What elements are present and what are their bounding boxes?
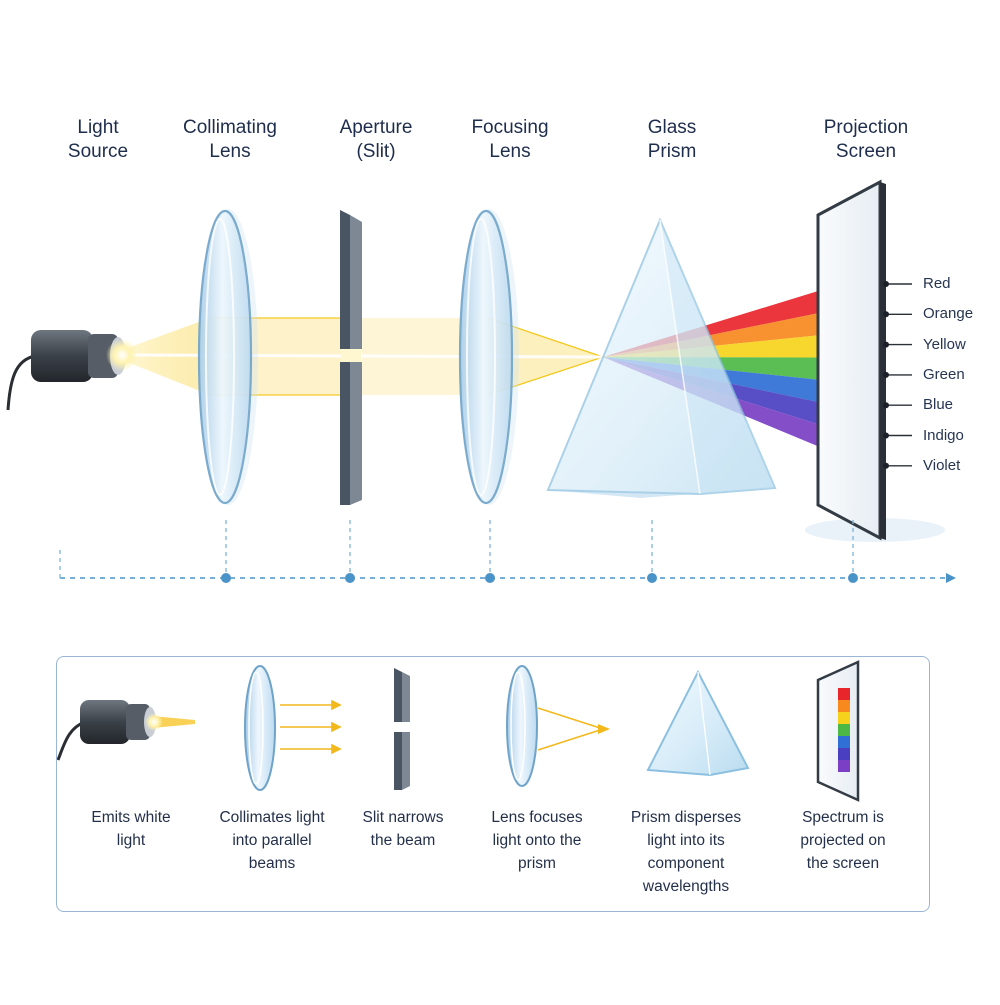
- caption-focusing-lens-line: prism: [518, 855, 556, 872]
- caption-projection-screen-line: Spectrum is: [802, 809, 884, 826]
- legend-spectrum-bars: [838, 688, 850, 772]
- caption-projection-screen-line: projected on: [800, 832, 886, 849]
- light-source-device: [6, 330, 138, 411]
- legend-spectrum-bar: [838, 748, 850, 760]
- legend-spectrum-bar: [838, 760, 850, 772]
- caption-aperture-slit-line: Slit narrows: [362, 809, 444, 826]
- legend-icons: [56, 660, 860, 802]
- caption-collimating-lens-line: beams: [248, 855, 296, 872]
- axis-marker-dot: [485, 573, 495, 583]
- spectrum-tick-dot: [883, 432, 889, 439]
- legend-slit-icon: [394, 668, 410, 790]
- title-projection-screen-line: Projection: [823, 117, 909, 138]
- caption-light-source-line: light: [116, 832, 146, 849]
- title-light-source-line: Source: [67, 141, 129, 162]
- legend-collimating-lens-icon: [244, 665, 342, 791]
- spectrum-band-blue: [603, 357, 880, 415]
- spectrum-label-yellow: Yellow: [923, 335, 966, 353]
- light-glow: [106, 339, 138, 371]
- spectrum-band-orange: [603, 300, 880, 357]
- spectrum-tick-dot: [883, 462, 889, 469]
- title-aperture-slit-line: Aperture: [339, 117, 413, 138]
- projection-screen: [805, 179, 945, 542]
- caption-glass-prism-line: light into its: [647, 832, 725, 849]
- spectrum-tick-dot: [883, 402, 889, 409]
- axis-marker-dot: [848, 573, 858, 583]
- axis-marker-dot: [221, 573, 231, 583]
- focusing-lens: [458, 209, 519, 505]
- spectrum-label-blue: Blue: [923, 396, 954, 414]
- spectrum-tick-dot: [883, 341, 889, 348]
- caption-aperture-slit-line: the beam: [370, 832, 436, 849]
- caption-collimating-lens: Collimates light into parallel beams: [197, 806, 347, 875]
- caption-light-source: Emits white light: [56, 806, 206, 852]
- title-focusing-lens-line: Lens: [489, 141, 531, 162]
- caption-projection-screen: Spectrum is projected on the screen: [768, 806, 918, 875]
- title-aperture-slit: Aperture (Slit): [306, 116, 446, 164]
- caption-glass-prism-line: component: [647, 855, 725, 872]
- title-focusing-lens-line: Focusing: [471, 117, 549, 138]
- spectrum-label-violet: Violet: [923, 456, 961, 474]
- spectrum-label-red: Red: [923, 275, 951, 292]
- axis-marker-dot: [345, 573, 355, 583]
- optical-axis: [59, 520, 956, 583]
- spectrum-label-indigo: Indigo: [923, 426, 964, 444]
- spectrum-tick-dot: [883, 311, 889, 318]
- caption-collimating-lens-line: into parallel: [232, 832, 312, 849]
- caption-glass-prism-line: wavelengths: [642, 878, 730, 895]
- legend-spectrum-bar: [838, 712, 850, 724]
- spectrum-label-green: Green: [923, 365, 965, 383]
- legend-spectrum-bar: [838, 736, 850, 748]
- caption-glass-prism: Prism disperses light into its component wa…: [611, 806, 761, 898]
- aperture-slit: [340, 210, 362, 505]
- caption-glass-prism-line: Prism disperses: [630, 809, 742, 826]
- legend-spectrum-bar: [838, 724, 850, 736]
- caption-focusing-lens-line: Lens focuses: [491, 809, 583, 826]
- title-glass-prism-line: Glass: [647, 117, 697, 138]
- legend-spectrum-bar: [838, 700, 850, 712]
- beam-path: [121, 317, 604, 396]
- caption-focusing-lens: Lens focuses light onto the prism: [462, 806, 612, 875]
- title-collimating-lens-line: Lens: [209, 141, 251, 162]
- caption-collimating-lens-line: Collimates light: [219, 809, 325, 826]
- legend-screen-icon: [816, 660, 860, 802]
- title-glass-prism-line: Prism: [647, 141, 697, 162]
- legend-prism-icon: [646, 669, 750, 777]
- spectrum-label-orange: Orange: [923, 305, 974, 323]
- legend-spectrum-bar: [838, 688, 850, 700]
- caption-light-source-line: Emits white: [91, 809, 171, 826]
- spectrum-ticks: [883, 281, 912, 469]
- caption-projection-screen-line: the screen: [806, 855, 880, 872]
- title-collimating-lens-line: Collimating: [183, 117, 277, 138]
- power-cable: [6, 354, 36, 411]
- legend-light-source-icon: [56, 700, 195, 761]
- legend-focusing-lens-icon: [506, 665, 610, 787]
- title-aperture-slit-line: (Slit): [356, 141, 396, 162]
- caption-focusing-lens-line: light onto the: [492, 832, 582, 849]
- axis-arrow-icon: [946, 573, 956, 583]
- caption-aperture-slit: Slit narrows the beam: [328, 806, 478, 852]
- title-projection-screen-line: Screen: [835, 141, 897, 162]
- collimating-lens: [197, 209, 258, 505]
- spectrum-tick-dot: [883, 281, 889, 287]
- spectrum-band-indigo: [603, 357, 880, 444]
- glass-prism: [546, 217, 777, 498]
- legend-box: [56, 656, 930, 912]
- axis-marker-dot: [647, 573, 657, 583]
- spectrum-tick-dot: [883, 371, 889, 378]
- title-light-source-line: Light: [77, 117, 119, 138]
